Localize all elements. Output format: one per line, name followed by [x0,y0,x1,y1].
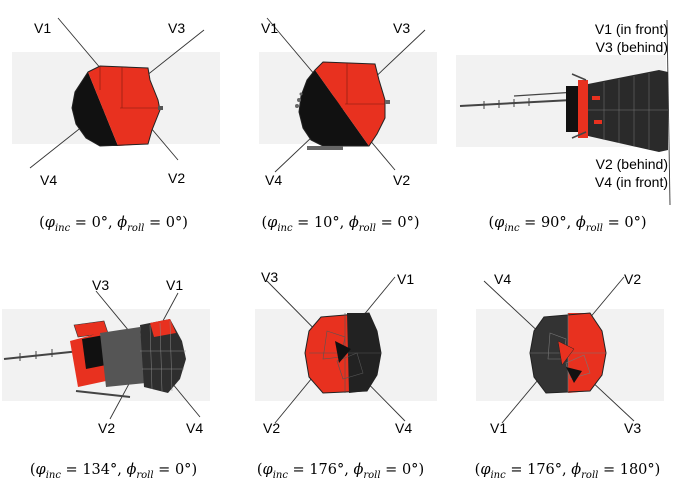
spacecraft-figure-6 [476,276,664,424]
label-v1: V1 [490,420,508,436]
caption-4: (φinc = 134°, ϕroll = 0°) [29,462,198,481]
spacecraft-figure-4 [2,290,210,420]
caption-6: (φinc = 176°, ϕroll = 180°) [474,462,661,481]
label-v2: V2 [98,420,116,436]
label-v3: V3 [393,20,411,36]
spacecraft-figure-3 [456,19,671,206]
caption-2: (φinc = 10°, ϕroll = 0°) [261,215,420,234]
panel-6: V4 V2 V1 V3 (φinc = 176°, ϕroll = 180°) [454,241,680,482]
label-v3: V3 [261,269,279,285]
caption-5: (φinc = 176°, ϕroll = 0°) [256,462,425,481]
label-v4: V4 [40,172,58,188]
label-v2-behind: V2 (behind) [595,156,668,172]
label-v2: V2 [393,172,411,188]
panel-5: V3 V1 V2 V4 (φinc = 176°, ϕroll = 0°) [227,241,454,482]
panel-1: V1 V3 V4 V2 (φinc = 0°, ϕroll = 0°) [0,0,227,241]
spacecraft-figure-1 [12,17,220,169]
label-v3: V3 [92,277,110,293]
label-v2: V2 [624,271,642,287]
label-v2: V2 [263,420,281,436]
label-v4: V4 [395,420,413,436]
caption-1: (φinc = 0°, ϕroll = 0°) [39,215,188,234]
panel-3: V1 (in front) V3 (behind) V2 (behind) V4… [454,0,680,241]
label-v4: V4 [494,271,512,287]
label-v4-front: V4 (in front) [594,174,668,190]
label-v4: V4 [186,420,204,436]
label-v3: V3 [168,20,186,36]
label-v1: V1 [397,271,415,287]
caption-3: (φinc = 90°, ϕroll = 0°) [488,215,647,234]
label-v4: V4 [265,172,283,188]
label-v1: V1 [34,20,52,36]
panel-4: V3 V1 V2 V4 (φinc = 134°, ϕroll = 0°) [0,241,227,482]
label-v1-front: V1 (in front) [594,21,668,37]
spacecraft-figure-2 [259,17,437,173]
label-v3-behind: V3 (behind) [595,39,668,55]
label-v2: V2 [168,170,186,186]
panel-2: V1 V3 V4 V2 (φinc = 10°, ϕroll = 0°) [227,0,454,241]
label-v1: V1 [261,20,279,36]
spacecraft-figure-5 [255,276,437,424]
label-v3: V3 [624,420,642,436]
label-v1: V1 [166,277,184,293]
